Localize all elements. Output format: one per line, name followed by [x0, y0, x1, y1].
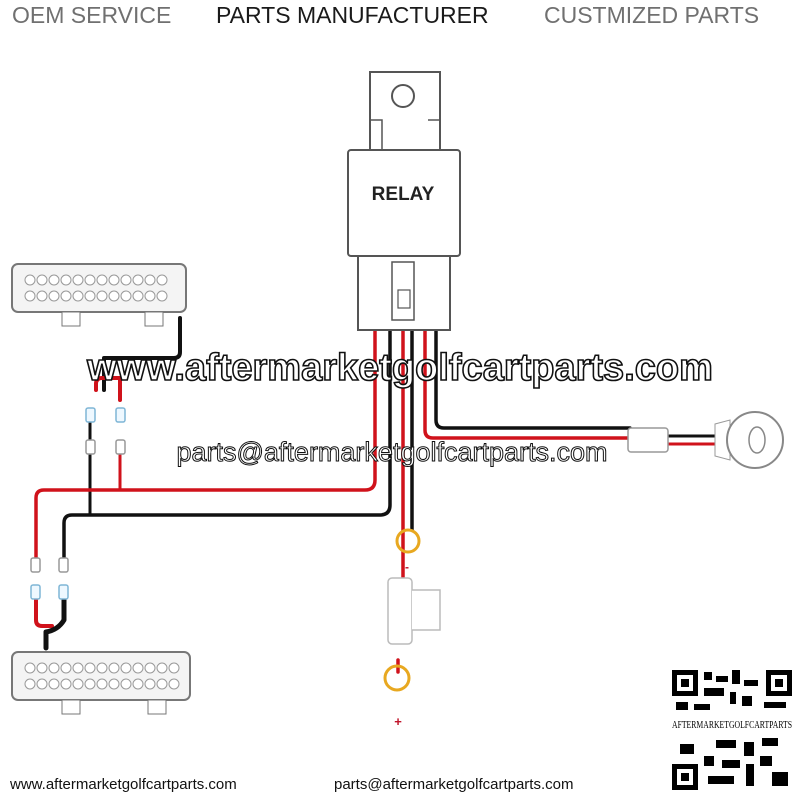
relay-label: RELAY	[372, 184, 435, 205]
header-parts-manufacturer: PARTS MANUFACTURER	[216, 2, 489, 28]
fuse-holder	[387, 577, 441, 645]
footer-website-link[interactable]: www.aftermarketgolfcartparts.com	[10, 776, 237, 793]
plus-label: +	[394, 714, 402, 729]
qr-code: AFTERMARKETGOLFCARTPARTS	[670, 668, 794, 792]
minus-label: -	[405, 560, 409, 574]
relay: RELAY	[347, 71, 461, 331]
header-customized-parts: CUSTMIZED PARTS	[544, 2, 760, 28]
footer-email-link[interactable]: parts@aftermarketgolfcartparts.com	[334, 776, 574, 793]
bullet-connectors	[30, 407, 126, 600]
qr-caption: AFTERMARKETGOLFCARTPARTS	[672, 720, 792, 731]
positive-ring-terminal	[383, 664, 411, 692]
rocker-switch	[627, 411, 784, 469]
light-bar-bottom	[11, 651, 191, 715]
wires	[34, 316, 717, 674]
ground-ring-terminal	[395, 528, 421, 554]
website-watermark: www.aftermarketgolfcartparts.com	[86, 347, 713, 389]
header-oem-service: OEM SERVICE	[12, 2, 172, 28]
email-watermark: parts@aftermarketgolfcartparts.com	[176, 437, 607, 467]
light-bar-top	[11, 263, 187, 327]
